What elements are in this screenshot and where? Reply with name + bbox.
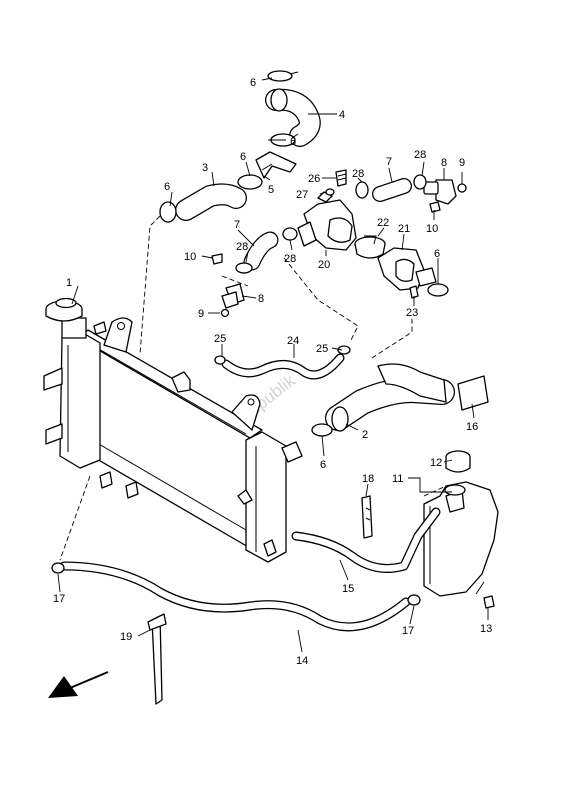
thermostat-housing-20 bbox=[297, 191, 357, 251]
bolt-23 bbox=[409, 285, 419, 299]
callout-23: 23 bbox=[406, 307, 418, 319]
bolt-10-upper bbox=[429, 201, 441, 213]
callout-14: 14 bbox=[296, 655, 308, 667]
thermostat-cover-21 bbox=[377, 247, 437, 291]
callout-6-cover: 6 bbox=[434, 248, 440, 260]
callout-4: 4 bbox=[339, 109, 345, 121]
callout-28-a: 28 bbox=[236, 241, 248, 253]
radiator bbox=[43, 317, 303, 563]
callout-6-lower: 6 bbox=[320, 459, 326, 471]
callout-10-upper: 10 bbox=[426, 223, 438, 235]
callout-3: 3 bbox=[202, 162, 208, 174]
leader-lines bbox=[57, 77, 489, 653]
callout-16: 16 bbox=[466, 421, 478, 433]
hose-7-right bbox=[372, 178, 412, 202]
callout-6-left: 6 bbox=[164, 181, 170, 193]
callout-19: 19 bbox=[120, 631, 132, 643]
radiator-cap bbox=[45, 297, 83, 322]
thermostat-22 bbox=[354, 235, 386, 259]
sensor-26 bbox=[335, 169, 347, 187]
pipe-5 bbox=[255, 151, 297, 179]
callout-11: 11 bbox=[392, 473, 403, 485]
clamp-6-lower bbox=[311, 423, 333, 437]
callout-6-hose3: 6 bbox=[240, 151, 246, 163]
o-ring-9-lower bbox=[220, 308, 230, 318]
washer-27 bbox=[325, 188, 335, 196]
clamp-6-left bbox=[159, 201, 177, 223]
clamp-28-c bbox=[355, 181, 369, 199]
hose-15 bbox=[291, 507, 441, 573]
pad-16 bbox=[457, 375, 489, 411]
callout-8-lower: 8 bbox=[258, 293, 264, 305]
callout-28-b: 28 bbox=[284, 253, 296, 265]
callout-5: 5 bbox=[268, 184, 274, 196]
callout-28-c: 28 bbox=[352, 168, 364, 180]
hose-14 bbox=[59, 561, 411, 632]
reservoir-cap-12 bbox=[445, 450, 471, 473]
bolt-10-lower bbox=[211, 253, 223, 265]
clamp-6-top bbox=[267, 70, 299, 82]
callout-9-upper: 9 bbox=[459, 157, 465, 169]
clamp-25-right bbox=[337, 345, 351, 355]
callout-28-d: 28 bbox=[414, 149, 426, 161]
clamp-6-cover bbox=[427, 283, 449, 297]
callout-25-left: 25 bbox=[214, 333, 226, 345]
callout-17-right: 17 bbox=[402, 625, 414, 637]
fitting-8-upper bbox=[423, 179, 457, 205]
hose-7-left bbox=[243, 231, 279, 271]
callout-10-lower: 10 bbox=[184, 251, 196, 263]
cable-tie-19 bbox=[147, 613, 167, 705]
reservoir-tank-11 bbox=[423, 481, 499, 597]
callout-9-lower: 9 bbox=[198, 308, 204, 320]
bolt-13 bbox=[483, 595, 495, 609]
callout-15: 15 bbox=[342, 583, 354, 595]
callout-27: 27 bbox=[296, 189, 308, 201]
callout-numbers: 1 2 3 4 5 6 6 6 6 6 6 7 7 8 8 9 9 10 10 … bbox=[53, 77, 492, 667]
callout-6-mid: 6 bbox=[290, 136, 296, 148]
callout-17-left: 17 bbox=[53, 593, 65, 605]
callout-1: 1 bbox=[66, 277, 72, 289]
clamp-28-b bbox=[282, 227, 298, 241]
dashed-connection-lines bbox=[59, 215, 447, 561]
hose-24 bbox=[221, 353, 345, 380]
clamp-17-left bbox=[51, 562, 65, 574]
callout-2: 2 bbox=[362, 429, 368, 441]
callout-8-upper: 8 bbox=[441, 157, 447, 169]
callout-25-right: 25 bbox=[316, 343, 328, 355]
hose-2 bbox=[325, 363, 455, 432]
callout-26: 26 bbox=[308, 173, 320, 185]
callout-7-left: 7 bbox=[234, 219, 240, 231]
hose-3 bbox=[175, 183, 247, 221]
clamp-25-left bbox=[214, 355, 226, 365]
callout-13: 13 bbox=[480, 623, 492, 635]
clamp-28-d bbox=[413, 174, 427, 190]
callout-21: 21 bbox=[398, 223, 410, 235]
clamp-28-a bbox=[235, 262, 253, 274]
callout-12: 12 bbox=[430, 457, 442, 469]
hose-4 bbox=[265, 88, 321, 147]
clip-18 bbox=[361, 495, 373, 539]
callout-18: 18 bbox=[362, 473, 374, 485]
callout-22: 22 bbox=[377, 217, 389, 229]
callout-7-right: 7 bbox=[386, 156, 392, 168]
callout-6-top: 6 bbox=[250, 77, 256, 89]
o-ring-9-upper bbox=[457, 183, 467, 193]
clamp-6-hose3 bbox=[237, 174, 263, 190]
clamp-17-right bbox=[407, 594, 421, 606]
fitting-8-lower bbox=[221, 283, 245, 309]
front-direction-arrow-icon bbox=[48, 671, 109, 698]
callout-24: 24 bbox=[287, 335, 299, 347]
callout-20: 20 bbox=[318, 259, 330, 271]
